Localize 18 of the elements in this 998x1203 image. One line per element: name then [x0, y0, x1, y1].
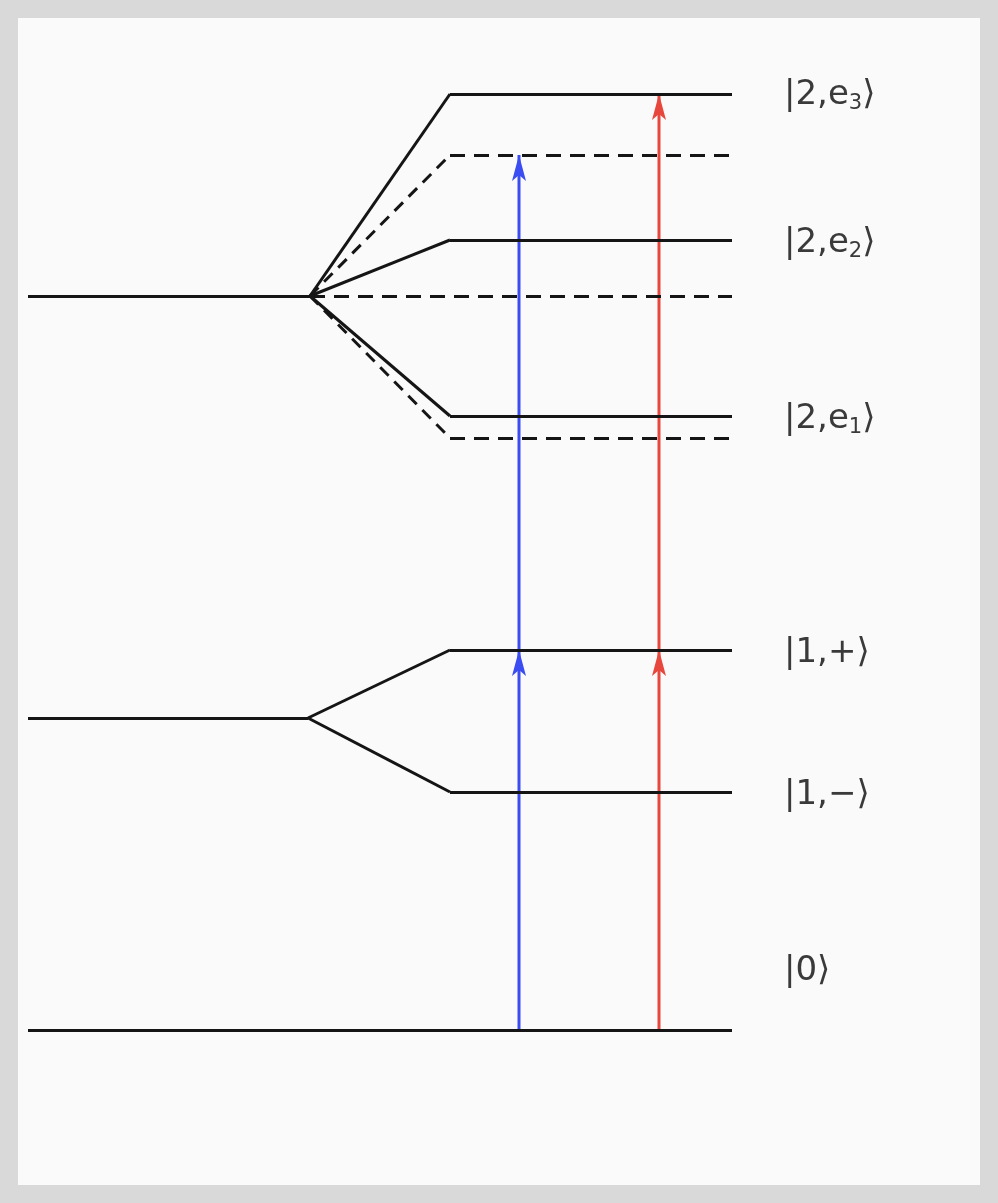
splitting-line [307, 716, 451, 794]
energy-level-line [450, 153, 732, 157]
state-label: |2,e$_{2}$⟩ [784, 219, 876, 265]
energy-level-line [310, 294, 732, 298]
state-label: |2,e$_{3}$⟩ [784, 71, 876, 117]
state-label: |2,e$_{1}$⟩ [784, 395, 876, 441]
arrow [652, 650, 666, 1030]
arrow [652, 94, 666, 650]
state-label: |1,−⟩ [784, 771, 870, 814]
state-label: |1,+⟩ [784, 629, 870, 672]
arrow [512, 155, 526, 650]
splitting-line [307, 648, 451, 720]
state-label: |0⟩ [784, 947, 831, 990]
arrow [512, 650, 526, 1030]
energy-level-line [450, 436, 732, 440]
splitting-line [309, 238, 451, 298]
energy-level-line [28, 716, 308, 720]
energy-level-line [28, 294, 310, 298]
